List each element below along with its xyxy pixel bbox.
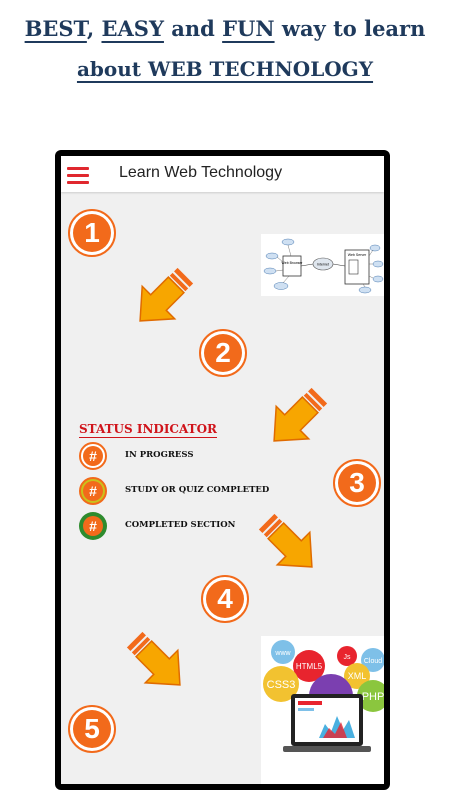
hamburger-menu-icon[interactable] [67, 167, 89, 184]
svg-text:CSS3: CSS3 [267, 679, 296, 691]
svg-text:HTML5: HTML5 [296, 662, 323, 671]
svg-text:Web Server: Web Server [348, 253, 367, 257]
web-architecture-diagram-graphic: Web Browser Internet Web Server [263, 238, 384, 294]
headline-sep-2: and [163, 16, 223, 41]
app-title: Learn Web Technology [119, 164, 283, 181]
step-1-badge[interactable]: 1 [68, 209, 116, 257]
svg-text:Cloud: Cloud [364, 658, 382, 665]
section-completed-icon: # [79, 512, 107, 540]
phone-frame: Learn Web Technology Web Browser Interne… [55, 150, 390, 790]
study-completed-icon: # [79, 477, 107, 505]
web-tech-bubbles-graphic: www HTML5 Js Cloud CSS3 XML PHP [263, 640, 384, 752]
app-screen: Learn Web Technology Web Browser Interne… [61, 156, 384, 784]
promo-headline: BEST, EASY and FUN way to learn about WE… [0, 12, 450, 86]
step-4-number: 4 [206, 580, 244, 618]
headline-word-fun: FUN [222, 16, 275, 41]
step-5-badge[interactable]: 5 [68, 705, 116, 753]
headline-line-2: about WEB TECHNOLOGY [0, 52, 450, 86]
arrow-down-right-icon [139, 267, 194, 322]
svg-text:XML: XML [348, 671, 367, 681]
headline-word-best: BEST [24, 16, 87, 41]
headline-word-easy: EASY [101, 16, 164, 41]
svg-text:Web Browser: Web Browser [282, 261, 304, 265]
svg-text:www: www [274, 650, 291, 657]
in-progress-icon: # [79, 442, 107, 470]
in-progress-symbol: # [83, 446, 103, 466]
step-4-badge[interactable]: 4 [201, 575, 249, 623]
in-progress-label: IN PROGRESS [125, 450, 194, 460]
svg-text:PHP: PHP [362, 691, 384, 703]
step-1-number: 1 [73, 214, 111, 252]
status-indicator-title: STATUS INDICATOR [79, 422, 217, 438]
web-architecture-diagram: Web Browser Internet Web Server [261, 234, 384, 296]
study-completed-symbol: # [83, 481, 103, 501]
web-technology-illustration: www HTML5 Js Cloud CSS3 XML PHP [261, 636, 384, 784]
study-completed-label: STUDY OR QUIZ COMPLETED [125, 485, 270, 495]
arrow-down-right-icon [273, 387, 328, 442]
arrow-down-left-icon [258, 513, 313, 568]
step-2-number: 2 [204, 334, 242, 372]
headline-line-2-text: about WEB TECHNOLOGY [76, 57, 374, 81]
headline-line-1: BEST, EASY and FUN way to learn [0, 12, 450, 46]
step-3-number: 3 [338, 464, 376, 502]
step-5-number: 5 [73, 710, 111, 748]
section-completed-symbol: # [83, 516, 103, 536]
svg-text:Internet: Internet [317, 263, 329, 267]
app-bar: Learn Web Technology [61, 156, 384, 192]
section-completed-label: COMPLETED SECTION [125, 520, 236, 530]
headline-sep-1: , [86, 16, 102, 41]
svg-text:Js: Js [344, 654, 352, 661]
arrow-down-left-icon [126, 631, 181, 686]
headline-tail: way to learn [274, 16, 426, 41]
step-2-badge[interactable]: 2 [199, 329, 247, 377]
step-3-badge[interactable]: 3 [333, 459, 381, 507]
